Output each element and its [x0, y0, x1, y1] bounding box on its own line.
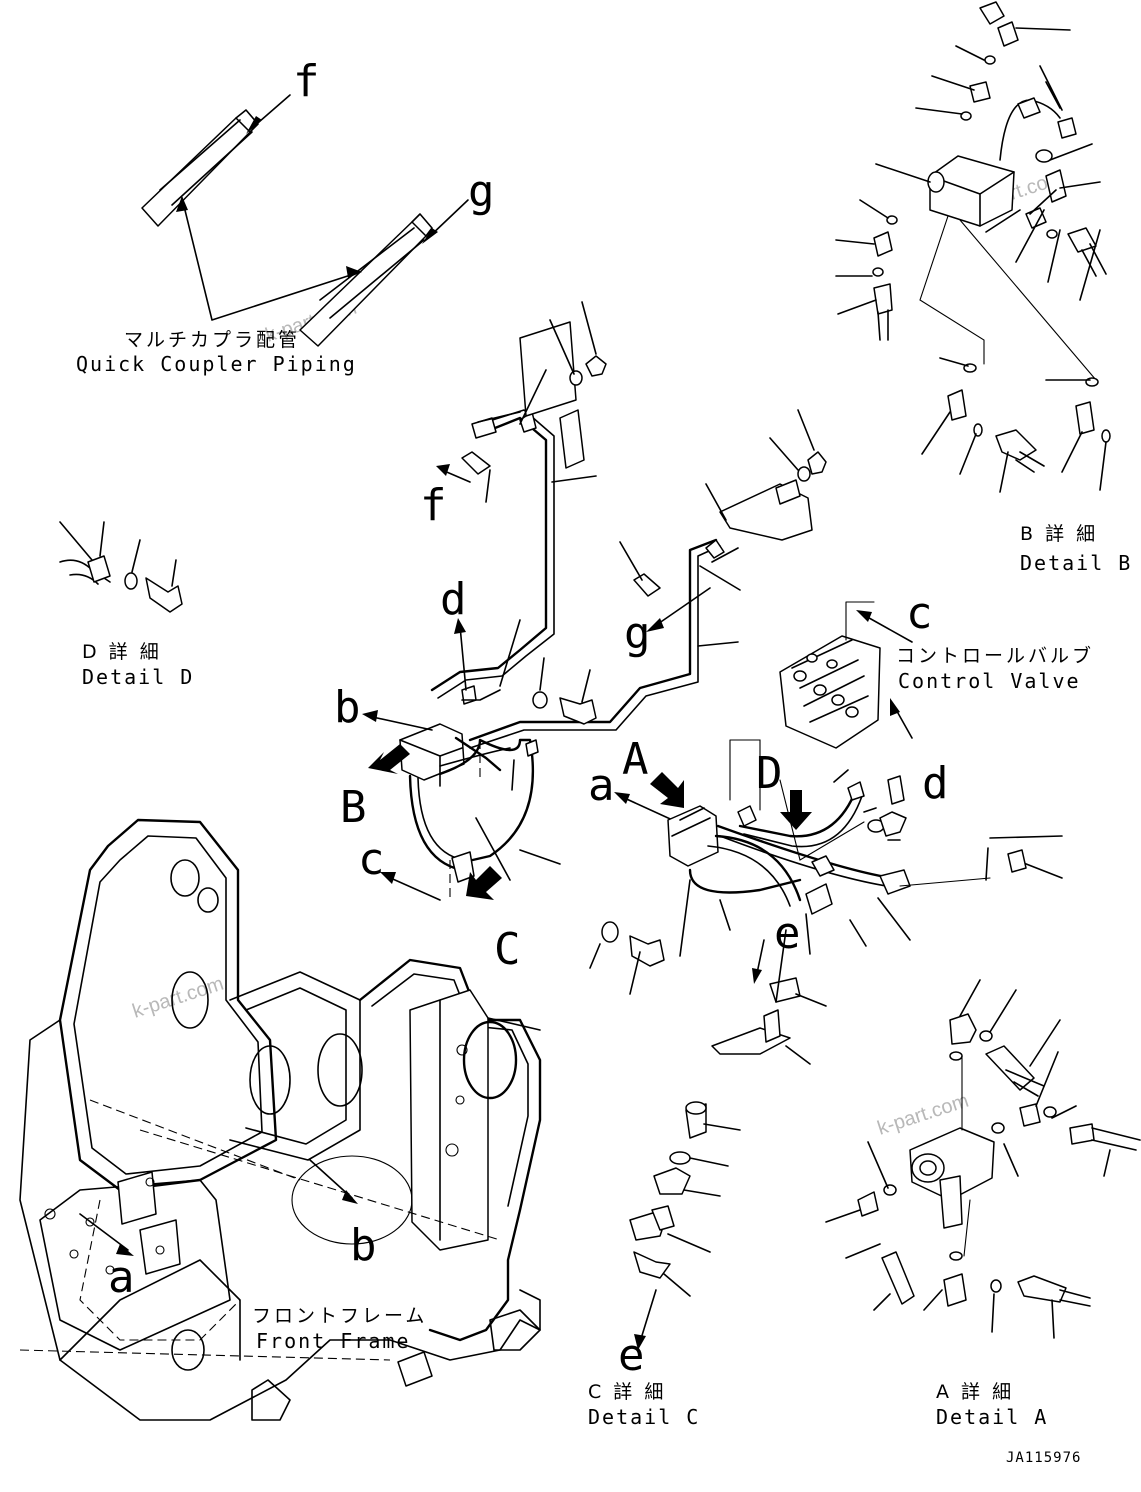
caption-control-valve-en: Control Valve: [898, 669, 1081, 693]
caption-front-frame-jp: フロントフレーム: [252, 1305, 427, 1327]
label-g-mid: g: [624, 608, 651, 659]
front-frame: b a フロントフレーム Front Frame: [19, 818, 542, 1421]
label-view-A: A: [622, 734, 649, 785]
label-d-left: d: [440, 574, 467, 625]
label-c-left: c: [358, 834, 385, 885]
control-valve: コントロールバルブ Control Valve: [779, 601, 1094, 749]
center-piping: e: [589, 739, 1063, 1065]
label-e-mid: e: [774, 908, 801, 959]
quick-coupler-piping: f g マルチカプラ配管 Quick Coupler Piping: [76, 56, 495, 376]
caption-detail-b-en: Detail B: [1020, 551, 1132, 575]
view-arrow-C: [466, 866, 502, 900]
caption-detail-a-jp: A 詳 細: [936, 1381, 1014, 1403]
caption-control-valve-jp: コントロールバルブ: [896, 644, 1094, 667]
label-c-top: c: [906, 588, 933, 639]
label-view-B: B: [340, 782, 367, 833]
label-b-left: b: [334, 682, 361, 733]
label-e-detail: e: [618, 1330, 645, 1381]
view-arrow-B: [368, 744, 410, 774]
caption-quick-coupler-en: Quick Coupler Piping: [76, 352, 357, 376]
caption-detail-a-en: Detail A: [936, 1405, 1048, 1429]
label-view-C: C: [494, 924, 521, 975]
callouts-main: f g d b c B C A D a c d: [334, 464, 949, 975]
caption-detail-b-jp: B 詳 細: [1020, 523, 1098, 545]
label-f-top: f: [293, 56, 320, 107]
detail-b: B 詳 細 Detail B: [835, 1, 1132, 575]
label-a-mid: a: [588, 760, 615, 811]
view-arrow-A: [650, 772, 684, 808]
caption-detail-d-jp: D 詳 細: [82, 641, 162, 663]
label-b-frame: b: [350, 1220, 377, 1271]
view-arrow-D: [780, 790, 812, 830]
label-d-right: d: [922, 758, 949, 809]
caption-detail-c-en: Detail C: [588, 1405, 700, 1429]
label-a-frame: a: [108, 1252, 135, 1303]
detail-c: e C 詳 細 Detail C: [588, 1101, 741, 1429]
drawing-code: JA115976: [1006, 1450, 1081, 1466]
main-piping: [399, 301, 827, 900]
caption-detail-d-en: Detail D: [82, 665, 194, 689]
label-f-mid: f: [420, 480, 447, 531]
caption-front-frame-en: Front Frame: [256, 1329, 410, 1353]
detail-a: A 詳 細 Detail A: [825, 979, 1141, 1429]
detail-d: D 詳 細 Detail D: [59, 521, 194, 689]
caption-quick-coupler-jp: マルチカプラ配管: [124, 329, 300, 351]
caption-detail-c-jp: C 詳 細: [588, 1381, 666, 1403]
label-g-top: g: [468, 166, 495, 217]
